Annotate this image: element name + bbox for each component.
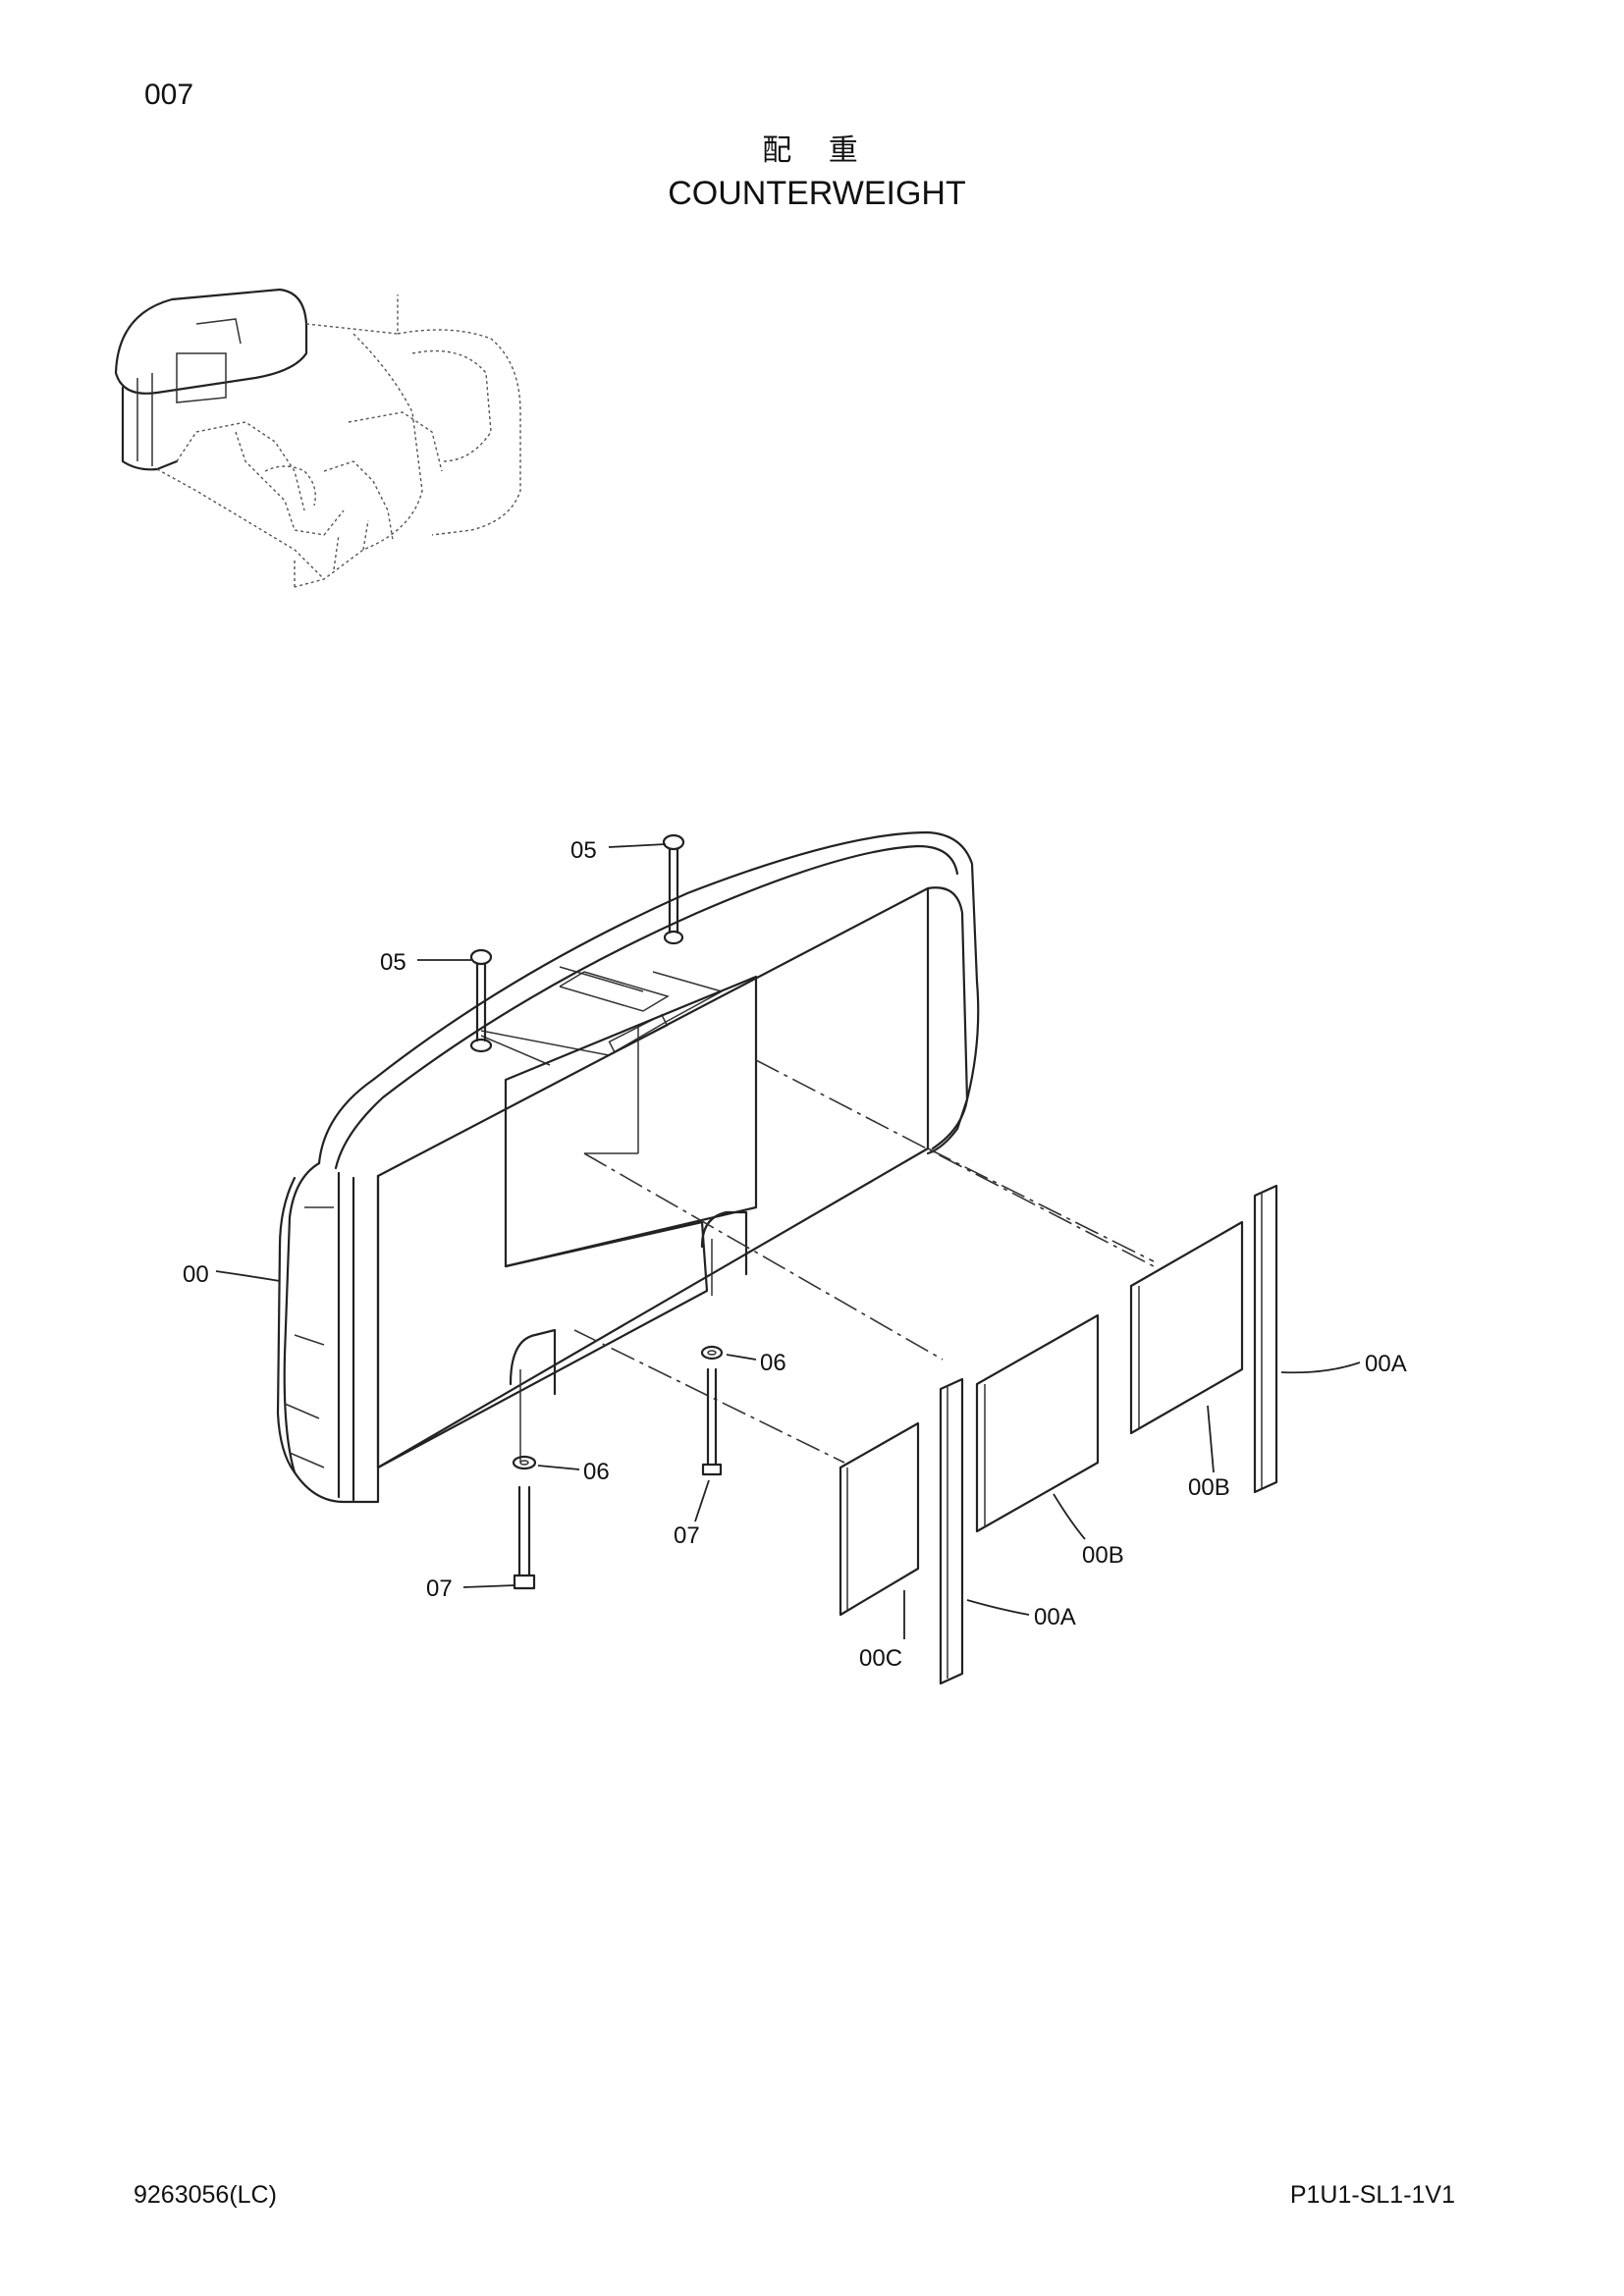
callout-05-lower: 05 [380,949,406,976]
callout-00b-middle: 00B [1082,1542,1124,1569]
callout-00c: 00C [859,1645,902,1672]
footer-document-code: 9263056(LC) [134,2181,277,2209]
counterweight-body [276,830,980,1504]
callout-06-right: 06 [760,1350,786,1376]
callout-07-right: 07 [674,1522,700,1549]
overview-counterweight [114,288,308,471]
callout-00a-middle: 00A [1034,1604,1076,1630]
callout-00b-right: 00B [1188,1474,1230,1501]
machine-overview-thumbnail [114,288,521,588]
footer-model-code: P1U1-SL1-1V1 [1289,2181,1455,2209]
plate-00a-right [1253,1184,1278,1494]
plate-00b-right [1129,1220,1244,1435]
title-english: COUNTERWEIGHT [668,175,966,212]
cap-05-upper [662,833,685,945]
plate-00c [839,1421,920,1617]
callout-05-upper: 05 [570,837,597,864]
title-japanese: 配 重 [762,133,872,168]
callout-00a-right: 00A [1365,1351,1407,1377]
plate-00b-middle [975,1313,1100,1533]
callout-06-left: 06 [583,1459,610,1485]
plate-00a-middle [939,1377,964,1685]
overview-machine-body [156,294,521,588]
washer-06-right [700,1345,724,1361]
callout-00: 00 [183,1261,209,1288]
bolt-07-left [513,1485,536,1590]
callout-labels: 05 05 00 06 06 07 07 00A 00A 00B 00B 00C [183,837,1407,1672]
bolt-07-right [701,1367,723,1476]
cap-05-lower [469,948,493,1053]
alignment-lines [573,1059,1155,1464]
washer-06-left [512,1455,537,1470]
callout-07-left: 07 [426,1575,453,1602]
leader-lines [215,843,1361,1639]
page-number: 007 [144,79,194,111]
